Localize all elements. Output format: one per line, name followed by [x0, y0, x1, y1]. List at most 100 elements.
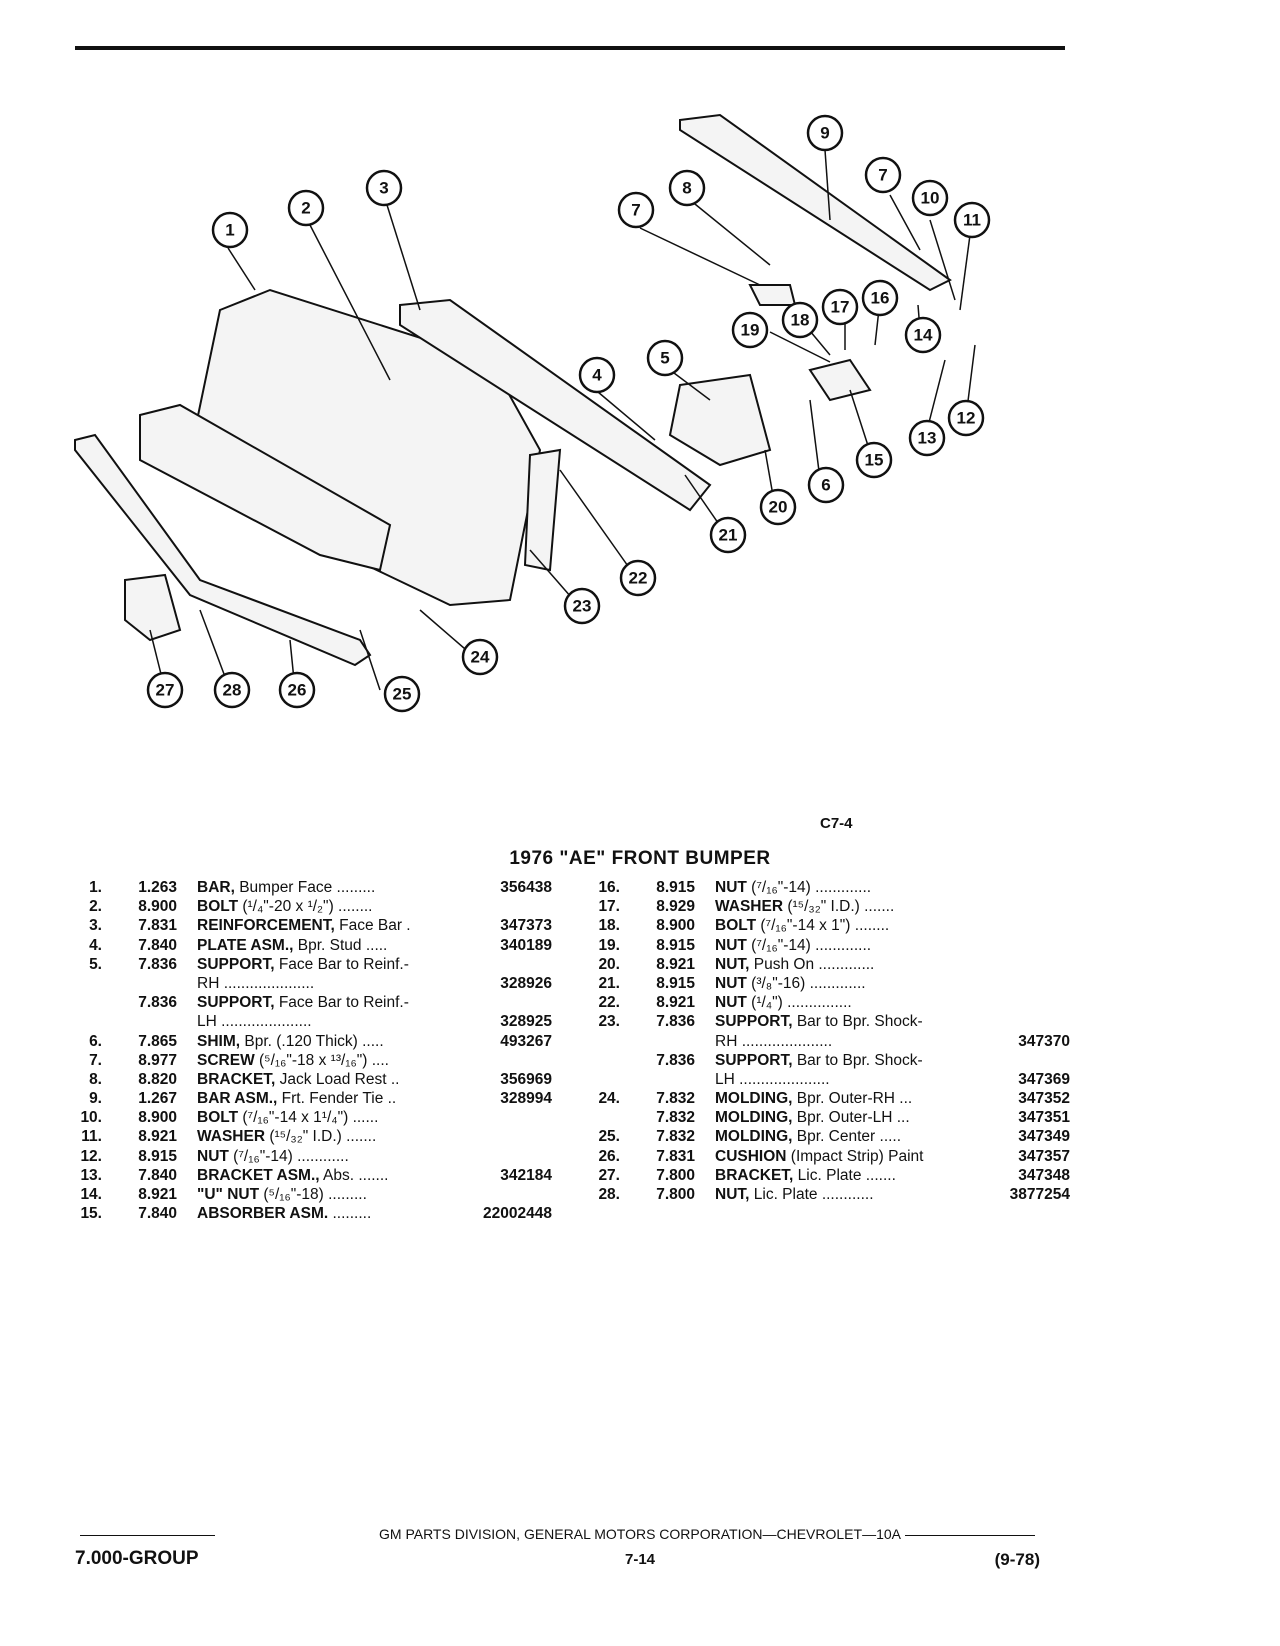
part-number: 356969: [500, 1070, 552, 1088]
part-name-bold: SUPPORT,: [715, 1013, 793, 1031]
table-row: LH .....................347369: [590, 1070, 1070, 1089]
part-name-bold: NUT: [715, 936, 747, 954]
part-name-bold: NUT,: [715, 1186, 750, 1203]
part-name-bold: NUT: [197, 1147, 229, 1165]
part-description: (¹⁵/₃₂" I.D.) .......: [783, 898, 895, 916]
part-number: 347373: [500, 917, 552, 935]
part-name: RH .....................: [197, 974, 487, 993]
group-number: 8.921: [656, 994, 695, 1012]
part-name-bold: SHIM,: [197, 1032, 241, 1050]
item-number: 8.: [89, 1070, 102, 1088]
part-name-bold: PLATE ASM.,: [197, 936, 294, 954]
part-number: 347357: [1018, 1147, 1070, 1165]
part-name: NUT (³/₈"-16) .............: [715, 974, 1005, 993]
page-title: 1976 "AE" FRONT BUMPER: [509, 848, 771, 869]
callout-20: 20: [759, 488, 797, 526]
part-description: (⁷/₁₆"-14) ............: [228, 1147, 349, 1165]
item-number: 1.: [89, 879, 102, 896]
callout-27: 27: [146, 671, 184, 709]
part-number: 356438: [500, 879, 552, 896]
callout-6: 6: [807, 466, 845, 504]
footer-publisher: GM PARTS DIVISION, GENERAL MOTORS CORPOR…: [379, 1526, 901, 1542]
part-name-bold: MOLDING,: [715, 1090, 793, 1108]
part-name-bold: "U" NUT: [197, 1186, 260, 1203]
svg-text:22: 22: [629, 569, 648, 588]
part-name-bold: BRACKET,: [197, 1070, 276, 1088]
part-name-bold: BOLT: [715, 917, 757, 935]
part-description: Abs. .......: [319, 1166, 389, 1184]
callout-5: 5: [646, 339, 684, 377]
svg-text:19: 19: [741, 321, 760, 340]
part-description: Bpr. Outer-RH ...: [792, 1090, 913, 1108]
group-number: 8.900: [138, 1109, 177, 1127]
group-number: 8.915: [656, 879, 695, 896]
item-number: 22.: [598, 994, 620, 1012]
part-name: LH .....................: [197, 1012, 487, 1031]
part-name: SCREW (⁵/₁₆"-18 x ¹³/₁₆") ....: [197, 1051, 487, 1070]
callout-19: 19: [731, 311, 769, 349]
callout-7a: 7: [617, 191, 655, 229]
part-number: 342184: [500, 1166, 552, 1184]
callout-24: 24: [461, 638, 499, 676]
part-name: NUT (⁷/₁₆"-14) ............: [197, 1147, 487, 1166]
item-number: 19.: [598, 936, 620, 954]
item-number: 12.: [80, 1147, 102, 1165]
svg-text:5: 5: [660, 349, 669, 368]
part-name: MOLDING, Bpr. Outer-RH ...: [715, 1089, 1005, 1108]
part-description: Jack Load Rest ..: [275, 1070, 400, 1088]
part-name-bold: SUPPORT,: [197, 994, 275, 1012]
part-name-bold: WASHER: [197, 1128, 266, 1146]
callout-18: 18: [781, 301, 819, 339]
part-description: Bpr. Outer-LH ...: [792, 1109, 910, 1127]
part-description: (⁵/₁₆"-18) .........: [259, 1186, 367, 1203]
item-number: 21.: [598, 974, 620, 992]
group-number: 8.929: [656, 898, 695, 916]
callout-10: 10: [911, 179, 949, 217]
part-description: Lic. Plate ............: [749, 1186, 874, 1203]
callout-25: 25: [383, 675, 421, 713]
callout-2: 2: [287, 189, 325, 227]
part-name: LH .....................: [715, 1070, 1005, 1089]
part-name-bold: SUPPORT,: [715, 1051, 793, 1069]
part-description: RH .....................: [715, 1032, 833, 1050]
svg-text:20: 20: [769, 498, 788, 517]
svg-text:26: 26: [288, 681, 307, 700]
callout-8: 8: [668, 169, 706, 207]
part-name: SUPPORT, Face Bar to Reinf.-: [197, 955, 487, 974]
callout-13: 13: [908, 419, 946, 457]
footer-date: (9-78): [994, 1550, 1040, 1569]
part-description: Bumper Face .........: [234, 879, 376, 896]
item-number: 24.: [598, 1090, 620, 1108]
group-number: 8.921: [138, 1186, 177, 1203]
table-row: RH .....................328926: [72, 974, 552, 993]
exploded-parts-diagram: 1 2 3 4 5 6 7 7 8 9 10 11 12 13 14 15 16…: [74, 113, 991, 713]
callout-28: 28: [213, 671, 251, 709]
part-number: 22002448: [483, 1205, 552, 1223]
part-name: MOLDING, Bpr. Center .....: [715, 1127, 1005, 1146]
part-name: WASHER (¹⁵/₃₂" I.D.) .......: [197, 1127, 487, 1146]
svg-text:18: 18: [791, 311, 810, 330]
part-description: (⁷/₁₆"-14) .............: [746, 879, 872, 896]
group-number: 7.840: [138, 936, 177, 954]
callout-7b: 7: [864, 156, 902, 194]
item-number: 28.: [598, 1186, 620, 1203]
part-name-bold: NUT: [715, 879, 747, 896]
callout-21: 21: [709, 516, 747, 554]
part-number: 340189: [500, 936, 552, 954]
part-name-bold: BAR ASM.,: [197, 1090, 278, 1108]
group-number: 7.836: [656, 1051, 695, 1069]
part-name: SUPPORT, Bar to Bpr. Shock-: [715, 1012, 1005, 1031]
item-number: 6.: [89, 1032, 102, 1050]
part-description: Bar to Bpr. Shock-: [792, 1051, 923, 1069]
part-description: (¹/₄") ...............: [746, 994, 852, 1012]
group-number: 7.831: [656, 1147, 695, 1165]
callout-3: 3: [365, 169, 403, 207]
